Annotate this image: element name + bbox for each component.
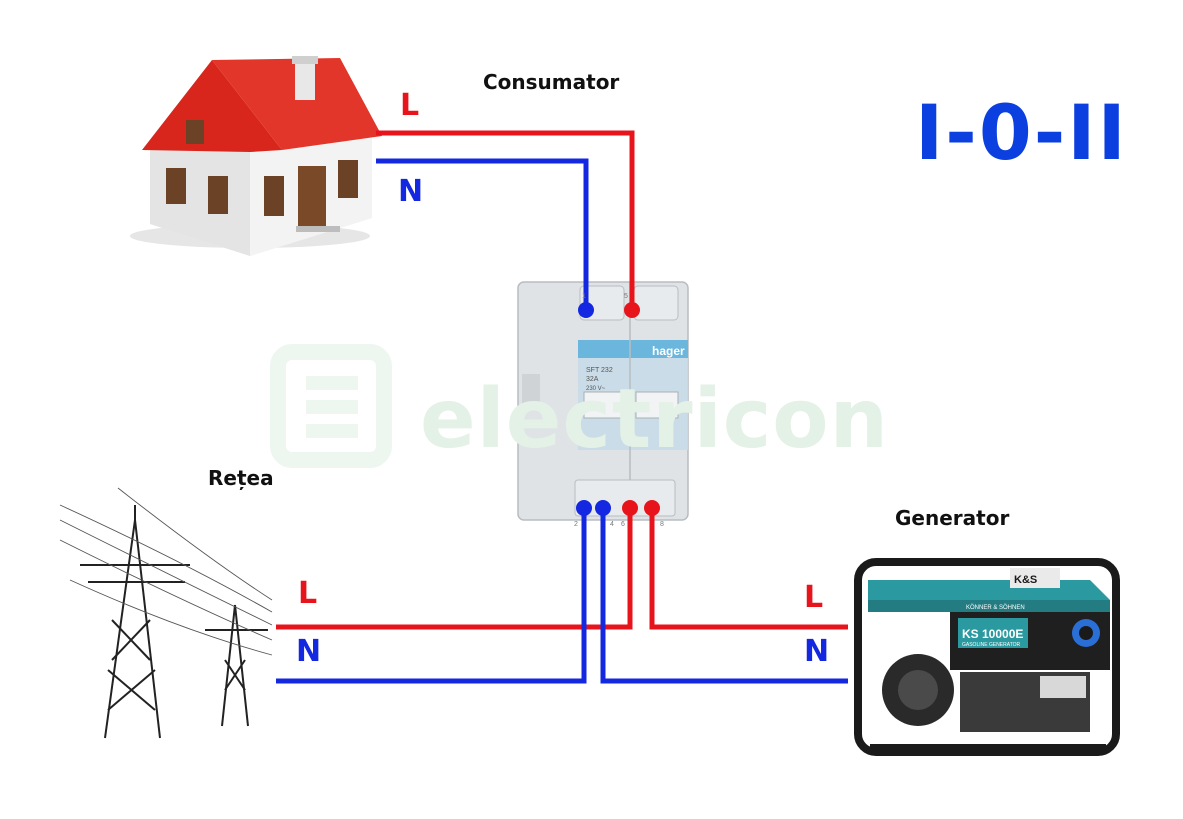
generator-label: Generator: [895, 506, 1010, 530]
power-towers-icon: [59, 487, 273, 739]
terminal-bottom-gen-N: [595, 500, 611, 516]
grid-label: Rețea: [208, 466, 274, 490]
diagram-title: I-0-II: [915, 88, 1128, 177]
terminal-label-8: 8: [660, 521, 664, 528]
terminal-label-5: 5: [624, 293, 628, 300]
consumer-label: Consumator: [483, 70, 620, 94]
terminal-bottom-gen-L: [644, 500, 660, 516]
generator-icon: [854, 558, 1120, 756]
terminal-label-6: 6: [621, 521, 625, 528]
gen-L-label: L: [804, 580, 824, 615]
gen-L-wire: [649, 508, 848, 630]
consumer-N-label: N: [398, 174, 424, 209]
switch-model: SFT 232: [586, 367, 613, 374]
terminal-label-2: 2: [574, 521, 578, 528]
terminal-label-1: 1: [582, 293, 586, 300]
grid-L-label: L: [298, 576, 318, 611]
grid-L-wire: [276, 508, 633, 630]
switch-voltage: 230 V~: [586, 386, 606, 392]
watermark-text: electricon: [420, 372, 890, 467]
consumer-L-wire: [376, 130, 635, 310]
house-icon: [130, 56, 382, 256]
terminal-bottom-grid-L: [622, 500, 638, 516]
generator-model: KS 10000E: [962, 627, 1023, 641]
terminal-top-N: [578, 302, 594, 318]
terminal-dots: [576, 302, 660, 516]
transfer-switch: [517, 281, 689, 521]
gen-N-label: N: [804, 634, 830, 669]
terminal-label-4: 4: [610, 521, 614, 528]
switch-brand: hager: [652, 344, 685, 358]
gen-N-wire: [600, 508, 848, 684]
grid-N-label: N: [296, 634, 322, 669]
generator-brand: K&S: [1014, 574, 1037, 586]
grid-N-wire: [276, 508, 587, 684]
consumer-L-label: L: [400, 88, 420, 123]
generator-subtitle: GASOLINE GENERATOR: [962, 642, 1021, 648]
watermark-logo: [270, 344, 392, 468]
terminal-top-L: [624, 302, 640, 318]
switch-rating: 32A: [586, 376, 599, 383]
terminal-bottom-grid-N: [576, 500, 592, 516]
consumer-N-wire: [376, 158, 589, 310]
wires: [276, 130, 848, 684]
generator-banner: KÖNNER & SÖHNEN: [966, 604, 1025, 611]
